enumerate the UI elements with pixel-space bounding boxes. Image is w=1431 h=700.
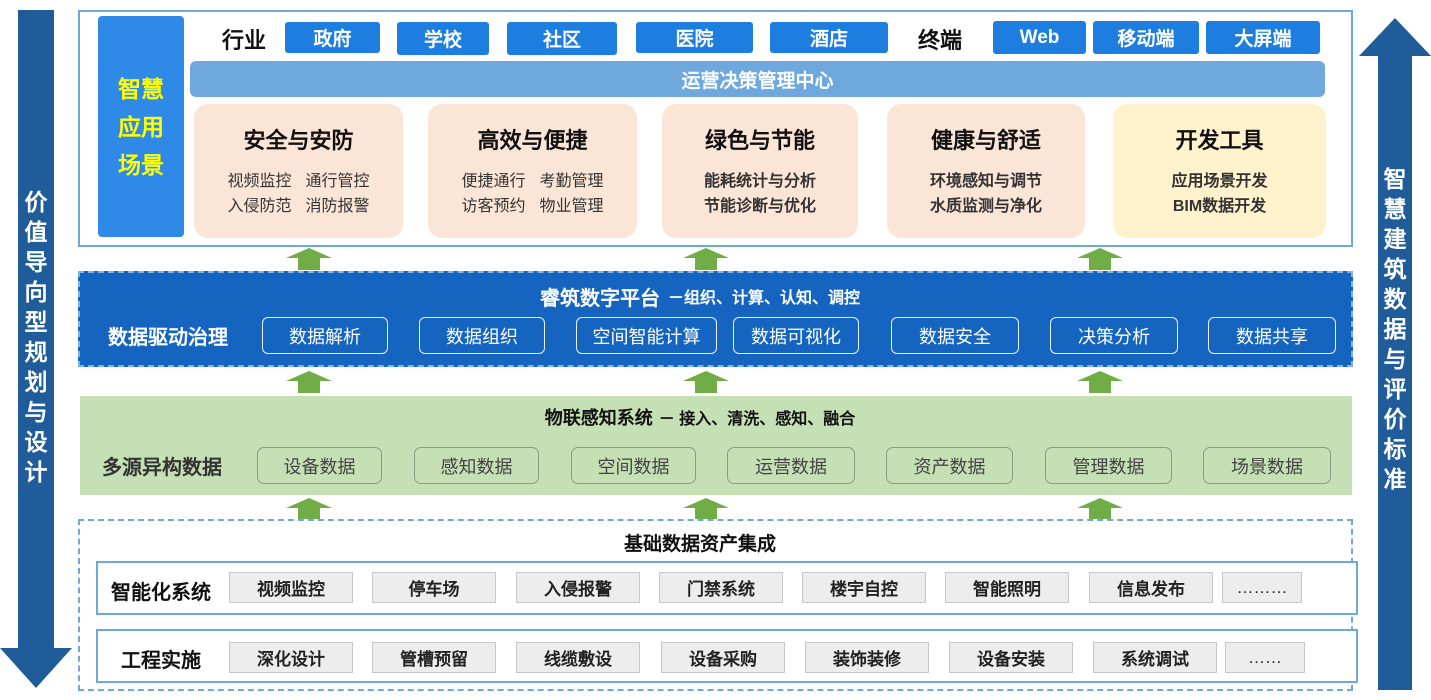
card-item: 物业管理 bbox=[539, 198, 604, 215]
card-line: BIM数据开发 bbox=[1172, 198, 1267, 215]
card-item: 便捷通行 bbox=[461, 173, 526, 190]
up-arrow-icon bbox=[1077, 498, 1123, 520]
foundation-chip-more[interactable]: ……… bbox=[1222, 572, 1302, 603]
foundation-chip[interactable]: 装饰装修 bbox=[805, 642, 929, 673]
left-arrow-label: 价值导向型规划与设计 bbox=[24, 189, 48, 485]
card-title: 安全与安防 bbox=[243, 128, 354, 153]
card-title: 绿色与节能 bbox=[704, 128, 815, 153]
industry-label: 行业 bbox=[221, 28, 266, 53]
industry-chip[interactable]: 医院 bbox=[636, 22, 753, 53]
card-item: 通行管控 bbox=[305, 173, 370, 190]
platform-subtitle: －组织、计算、认知、调控 bbox=[667, 290, 860, 307]
card-item: 视频监控 bbox=[227, 173, 292, 190]
terminal-chip[interactable]: 大屏端 bbox=[1206, 21, 1320, 54]
terminal-chip[interactable]: 移动端 bbox=[1093, 21, 1199, 54]
foundation-chip[interactable]: 管槽预留 bbox=[372, 642, 496, 673]
scenario-card-health[interactable]: 健康与舒适 环境感知与调节 水质监测与净化 bbox=[887, 104, 1085, 238]
foundation-title: 基础数据资产集成 bbox=[623, 533, 776, 555]
right-up-arrow bbox=[1359, 18, 1431, 690]
iot-sensing-panel bbox=[80, 396, 1352, 495]
platform-chip[interactable]: 数据解析 bbox=[262, 317, 388, 354]
card-line: 访客预约物业管理 bbox=[461, 194, 603, 219]
iot-title: 物联感知系统 bbox=[544, 408, 653, 428]
iot-subtitle: － 接入、清洗、感知、融合 bbox=[658, 411, 856, 428]
card-line: 能耗统计与分析 bbox=[703, 173, 816, 190]
foundation-chip[interactable]: 入侵报警 bbox=[516, 572, 640, 603]
right-arrow-label: 智慧建筑数据与评价标准 bbox=[1383, 166, 1407, 492]
card-line: 环境感知与调节 bbox=[929, 173, 1042, 190]
terminal-label: 终端 bbox=[917, 28, 962, 53]
scenario-label-line: 场景 bbox=[118, 151, 164, 178]
foundation-chip[interactable]: 门禁系统 bbox=[659, 572, 783, 603]
card-item: 入侵防范 bbox=[227, 198, 292, 215]
card-line: 节能诊断与优化 bbox=[703, 198, 816, 215]
iot-chip[interactable]: 空间数据 bbox=[571, 447, 696, 484]
up-arrow-icon bbox=[286, 371, 332, 393]
foundation-chip[interactable]: 楼宇自控 bbox=[802, 572, 926, 603]
foundation-chip[interactable]: 线缆敷设 bbox=[516, 642, 640, 673]
iot-chip[interactable]: 场景数据 bbox=[1203, 447, 1331, 484]
terminal-chip[interactable]: Web bbox=[993, 21, 1086, 54]
up-arrow-icon bbox=[286, 498, 332, 520]
card-title: 健康与舒适 bbox=[930, 128, 1041, 153]
card-title: 开发工具 bbox=[1175, 128, 1264, 153]
platform-chip[interactable]: 数据共享 bbox=[1208, 317, 1336, 354]
card-title: 高效与便捷 bbox=[477, 128, 588, 153]
iot-chip[interactable]: 设备数据 bbox=[257, 447, 382, 484]
foundation-chip[interactable]: 智能照明 bbox=[945, 572, 1069, 603]
industry-chip[interactable]: 学校 bbox=[397, 22, 489, 55]
up-arrow-icon bbox=[683, 371, 729, 393]
up-arrow-icon bbox=[683, 498, 729, 520]
foundation-row-label: 智能化系统 bbox=[111, 581, 211, 604]
industry-chip[interactable]: 酒店 bbox=[770, 22, 888, 53]
foundation-chip[interactable]: 深化设计 bbox=[229, 642, 353, 673]
card-item: 消防报警 bbox=[305, 198, 370, 215]
card-line: 便捷通行考勤管理 bbox=[461, 169, 603, 194]
foundation-chip[interactable]: 信息发布 bbox=[1089, 572, 1213, 603]
industry-chip[interactable]: 政府 bbox=[285, 22, 380, 53]
iot-chip[interactable]: 管理数据 bbox=[1045, 447, 1172, 484]
up-arrow-icon bbox=[683, 248, 729, 270]
platform-chip[interactable]: 数据安全 bbox=[891, 317, 1019, 354]
up-arrow-icon bbox=[286, 248, 332, 270]
iot-chip[interactable]: 资产数据 bbox=[886, 447, 1013, 484]
platform-chip[interactable]: 数据可视化 bbox=[733, 317, 859, 354]
up-arrow-icon bbox=[1077, 248, 1123, 270]
left-down-arrow bbox=[0, 10, 72, 688]
foundation-chip[interactable]: 设备采购 bbox=[661, 642, 785, 673]
iot-chip[interactable]: 运营数据 bbox=[727, 447, 855, 484]
scenario-card-efficiency[interactable]: 高效与便捷 便捷通行考勤管理 访客预约物业管理 bbox=[428, 104, 637, 238]
foundation-chip-more[interactable]: …… bbox=[1225, 642, 1305, 673]
foundation-row-label: 工程实施 bbox=[121, 649, 201, 672]
platform-chip[interactable]: 空间智能计算 bbox=[576, 317, 717, 354]
card-line: 水质监测与净化 bbox=[929, 198, 1042, 215]
iot-heading: 物联感知系统 － 接入、清洗、感知、融合 bbox=[420, 403, 980, 431]
foundation-chip[interactable]: 设备安装 bbox=[949, 642, 1073, 673]
scenario-label-box: 智慧 应用 场景 bbox=[98, 16, 184, 237]
card-line: 入侵防范消防报警 bbox=[227, 194, 369, 219]
card-line: 视频监控通行管控 bbox=[227, 169, 369, 194]
scenario-card-devtools[interactable]: 开发工具 应用场景开发 BIM数据开发 bbox=[1113, 104, 1326, 238]
scenario-card-security[interactable]: 安全与安防 视频监控通行管控 入侵防范消防报警 bbox=[194, 104, 403, 238]
platform-row-label: 数据驱动治理 bbox=[108, 326, 228, 349]
iot-row-label: 多源异构数据 bbox=[102, 456, 222, 479]
card-item: 访客预约 bbox=[461, 198, 526, 215]
scenario-label-line: 应用 bbox=[118, 113, 164, 140]
foundation-chip[interactable]: 系统调试 bbox=[1093, 642, 1217, 673]
foundation-chip[interactable]: 视频监控 bbox=[229, 572, 353, 603]
scenario-label-line: 智慧 bbox=[118, 75, 164, 102]
platform-chip[interactable]: 决策分析 bbox=[1050, 317, 1178, 354]
decision-center-band: 运营决策管理中心 bbox=[190, 61, 1325, 97]
card-item: 考勤管理 bbox=[539, 173, 604, 190]
platform-title: 睿筑数字平台 bbox=[539, 287, 660, 310]
card-line: 应用场景开发 bbox=[1171, 173, 1268, 190]
iot-chip[interactable]: 感知数据 bbox=[414, 447, 539, 484]
platform-chip[interactable]: 数据组织 bbox=[419, 317, 545, 354]
scenario-card-green[interactable]: 绿色与节能 能耗统计与分析 节能诊断与优化 bbox=[662, 104, 858, 238]
foundation-chip[interactable]: 停车场 bbox=[372, 572, 496, 603]
industry-chip[interactable]: 社区 bbox=[507, 22, 617, 55]
up-arrow-icon bbox=[1077, 371, 1123, 393]
platform-heading: 睿筑数字平台 －组织、计算、认知、调控 bbox=[400, 282, 1000, 310]
